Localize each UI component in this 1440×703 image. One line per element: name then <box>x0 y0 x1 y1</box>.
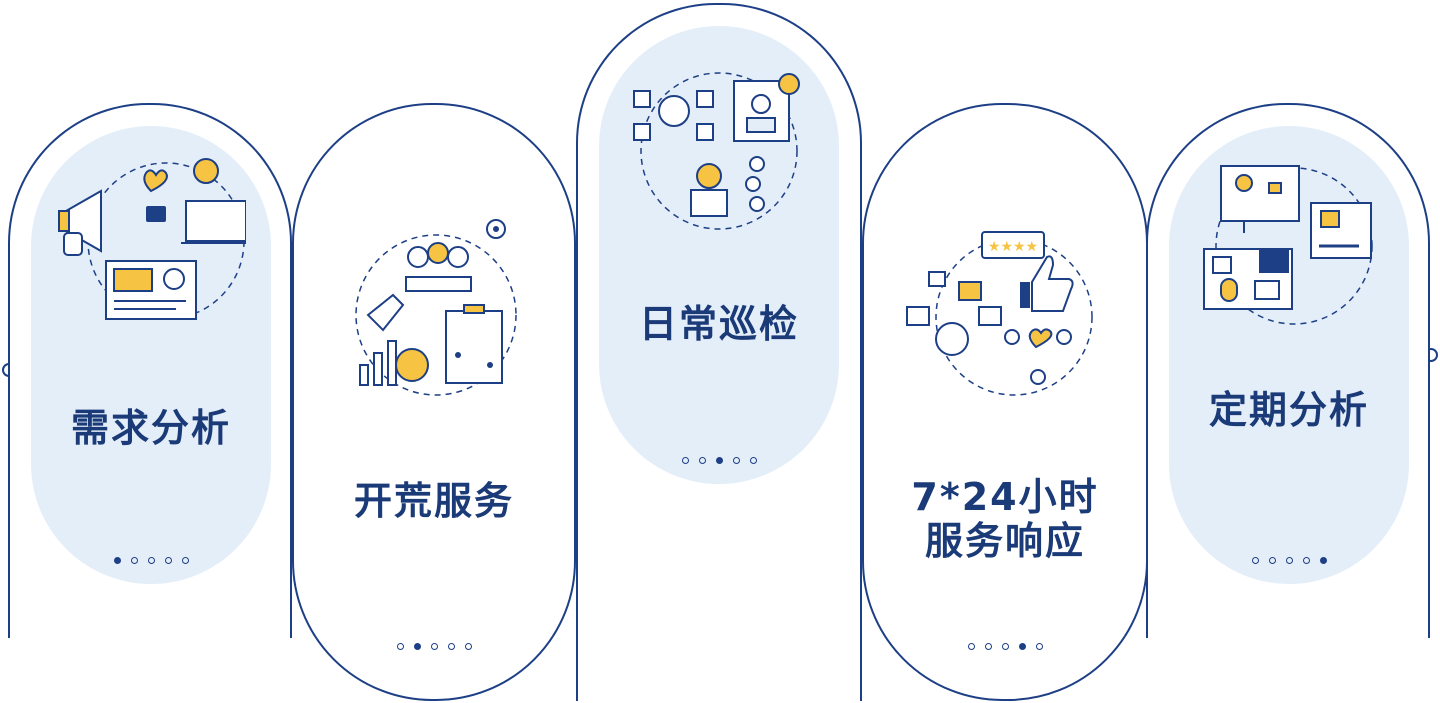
page-dot[interactable] <box>413 643 421 650</box>
page-dot[interactable] <box>715 457 723 464</box>
card-daily-inspection[interactable]: 日常巡检 <box>599 26 839 484</box>
card-title: 7*24小时 服务响应 <box>911 475 1099 563</box>
card-title: 需求分析 <box>70 406 231 450</box>
page-dot[interactable] <box>1001 643 1009 650</box>
page-dot[interactable] <box>1285 557 1293 564</box>
page-dot[interactable] <box>967 643 975 650</box>
pagination-dots <box>599 457 839 464</box>
svg-text:★★★★: ★★★★ <box>988 239 1038 255</box>
thumbs-up-icon: ★★★★ <box>906 231 1093 396</box>
card-pioneer-service[interactable]: 开荒服务 <box>292 103 576 701</box>
page-dot[interactable] <box>396 643 404 650</box>
page-dot[interactable] <box>1319 557 1327 564</box>
page-dot[interactable] <box>698 457 706 464</box>
card-title: 定期分析 <box>1208 388 1369 432</box>
pagination-dots <box>864 643 1146 650</box>
page-dot[interactable] <box>130 557 138 564</box>
page-dot[interactable] <box>1035 643 1043 650</box>
presentation-icon <box>1203 165 1373 325</box>
card-demand-analysis[interactable]: 需求分析 <box>31 126 271 584</box>
card-periodic-analysis[interactable]: 定期分析 <box>1169 126 1409 584</box>
pagination-dots <box>294 643 574 650</box>
page-dot[interactable] <box>1268 557 1276 564</box>
pagination-dots <box>31 557 271 564</box>
page-dot[interactable] <box>732 457 740 464</box>
page-dot[interactable] <box>181 557 189 564</box>
page-dot[interactable] <box>1302 557 1310 564</box>
page-dot[interactable] <box>164 557 172 564</box>
page-dot[interactable] <box>1251 557 1259 564</box>
card-title: 开荒服务 <box>353 479 514 523</box>
network-icon <box>633 72 800 230</box>
pagination-dots <box>1169 557 1409 564</box>
page-dot[interactable] <box>447 643 455 650</box>
page-dot[interactable] <box>749 457 757 464</box>
megaphone-icon <box>58 158 246 320</box>
card-title: 日常巡检 <box>638 302 799 346</box>
page-dot[interactable] <box>984 643 992 650</box>
page-dot[interactable] <box>430 643 438 650</box>
page-dot[interactable] <box>681 457 689 464</box>
page-dot[interactable] <box>464 643 472 650</box>
page-dot[interactable] <box>113 557 121 564</box>
page-dot[interactable] <box>1018 643 1026 650</box>
team-icon <box>355 219 517 396</box>
page-dot[interactable] <box>147 557 155 564</box>
card-support-247[interactable]: ★★★★ 7*24小时 服务响应 <box>862 103 1148 701</box>
